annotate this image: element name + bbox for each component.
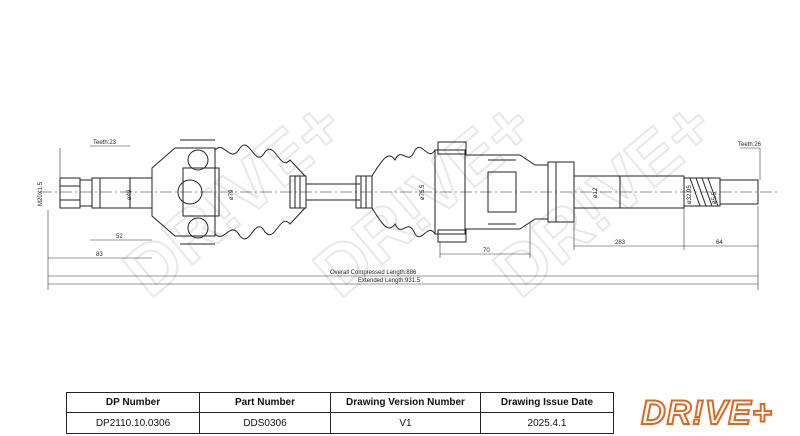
diameter-boot: ø79 bbox=[229, 189, 235, 200]
teeth-right-label: Teeth:26 bbox=[738, 142, 762, 148]
value-part-number: DDS0306 bbox=[200, 413, 331, 433]
diameter-small: ø5.5 bbox=[712, 191, 718, 204]
thread-label: M20X1.5 bbox=[38, 181, 44, 206]
teeth-left-label: Teeth:23 bbox=[93, 140, 117, 146]
header-part-number: Part Number bbox=[200, 393, 331, 413]
overall-length: Overall Compressed Length:886 bbox=[330, 270, 417, 276]
brand-logo-text: DR!VE+ bbox=[640, 393, 773, 433]
dim-70: 70 bbox=[483, 248, 490, 254]
header-issue-date: Drawing Issue Date bbox=[481, 393, 613, 413]
dim-64: 64 bbox=[716, 240, 723, 246]
value-dp-number: DP2110.10.0306 bbox=[67, 413, 200, 433]
shaft-drawing: DR!VE+ DR!VE+ DR!VE+ bbox=[38, 84, 780, 312]
diameter-left: ø49 bbox=[127, 189, 133, 200]
value-drawing-version: V1 bbox=[331, 413, 481, 433]
header-dp-number: DP Number bbox=[67, 393, 200, 413]
brand-logo: DR!VE+ bbox=[622, 393, 792, 433]
dim-52: 52 bbox=[116, 234, 123, 240]
value-issue-date: 2025.4.1 bbox=[527, 417, 567, 429]
dim-283: 283 bbox=[615, 240, 626, 246]
extended-length: Extended Length:931.5 bbox=[358, 278, 421, 284]
title-block: DP Number Part Number Drawing Version Nu… bbox=[66, 392, 614, 434]
dim-83: 83 bbox=[96, 252, 103, 258]
diameter-right: ø12 bbox=[593, 187, 599, 198]
header-drawing-version: Drawing Version Number bbox=[331, 393, 481, 413]
diameter-spline: ø32.95 bbox=[687, 185, 693, 204]
diameter-inner: ø75.5 bbox=[420, 184, 426, 200]
